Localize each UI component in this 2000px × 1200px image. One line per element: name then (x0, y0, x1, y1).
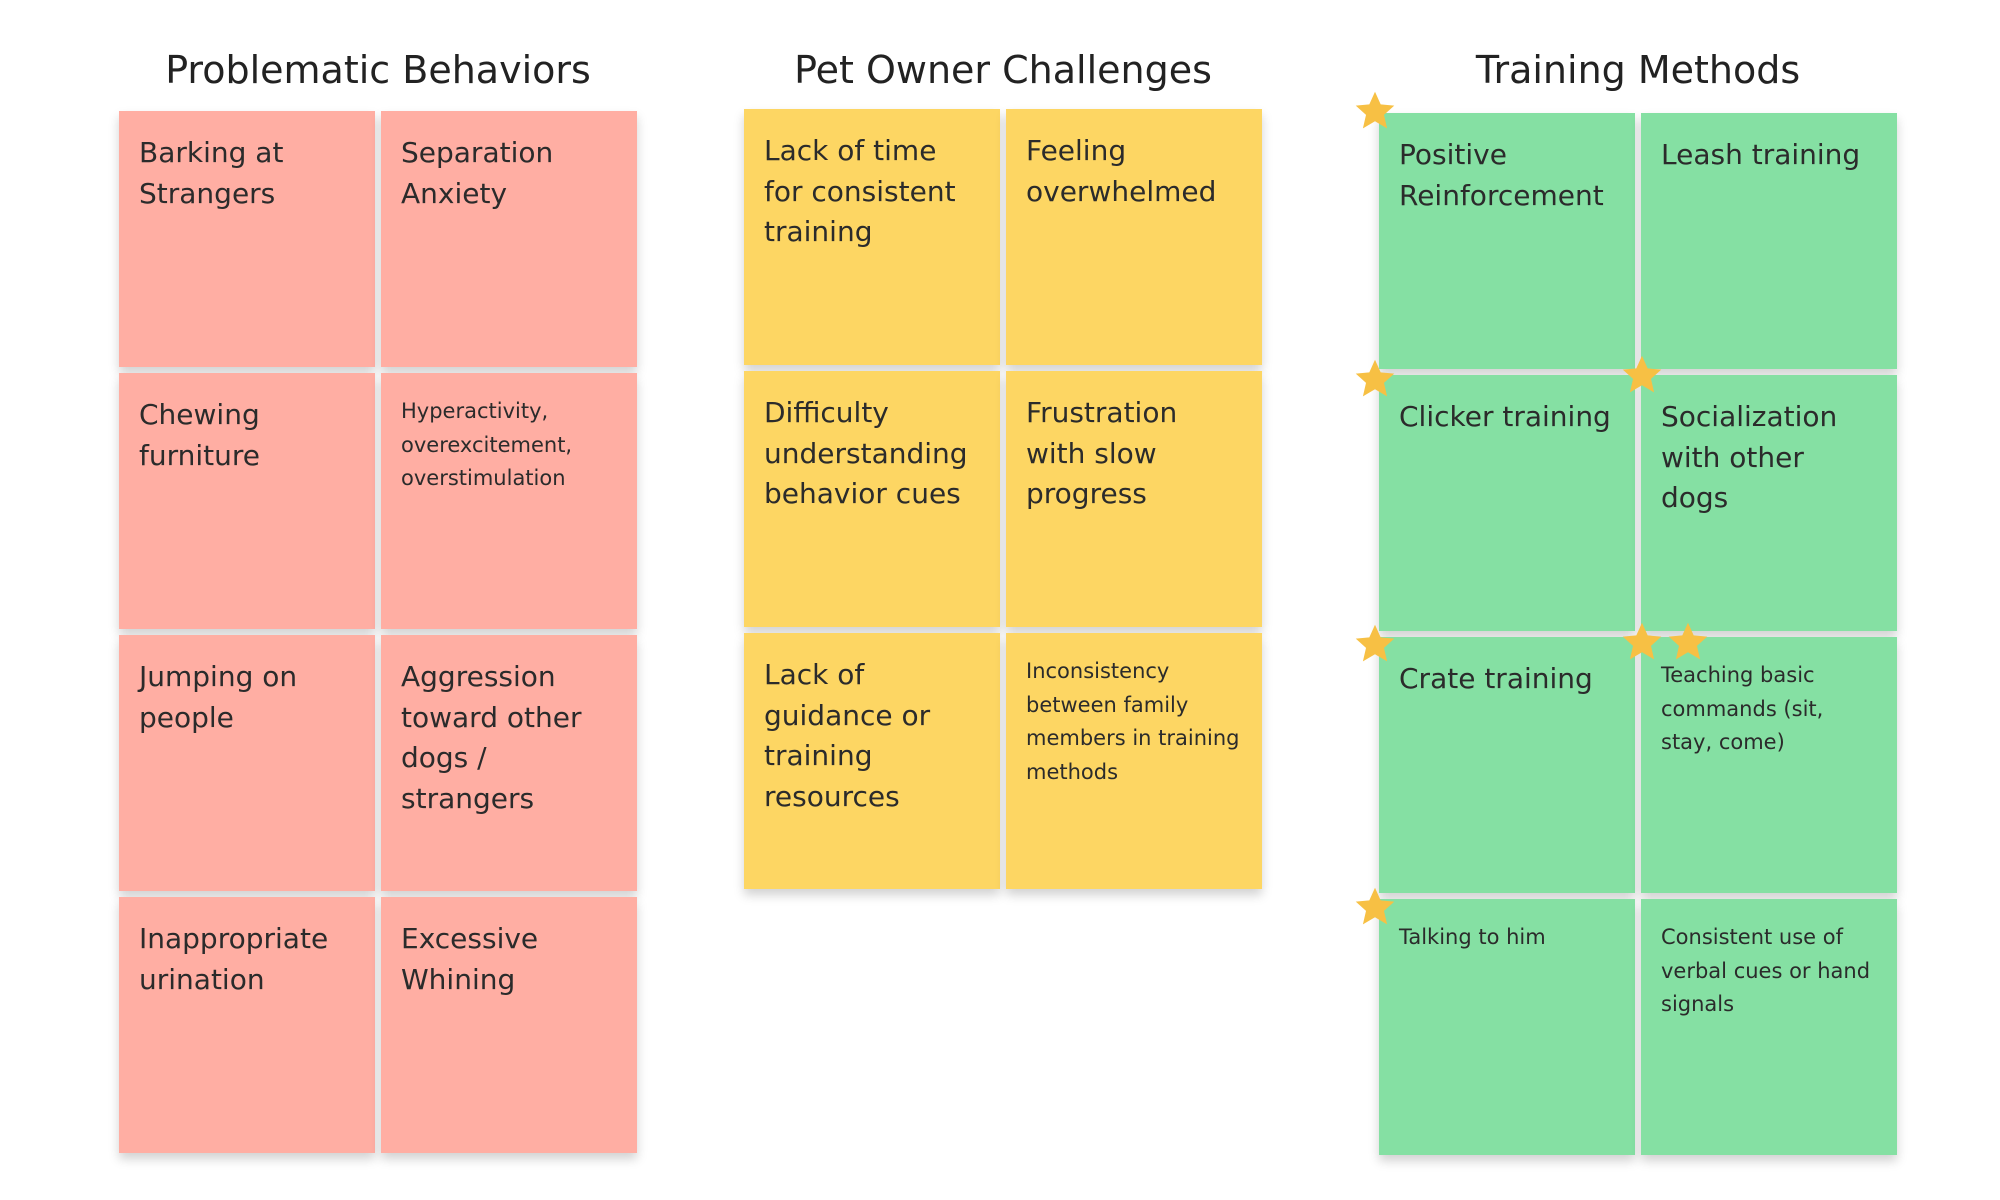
sticky-note[interactable]: Lack of guidance or training resources (744, 633, 1000, 889)
sticky-note[interactable]: Talking to him (1379, 899, 1635, 1155)
sticky-note-text: Frustration with slow progress (1026, 396, 1178, 511)
sticky-note[interactable]: Feeling overwhelmed (1006, 109, 1262, 365)
column-title[interactable]: Problematic Behaviors (165, 48, 591, 92)
sticky-note[interactable]: Difficulty understanding behavior cues (744, 371, 1000, 627)
sticky-note-text: Feeling overwhelmed (1026, 134, 1217, 208)
sticky-note-text: Clicker training (1399, 400, 1611, 433)
sticky-note[interactable]: Frustration with slow progress (1006, 371, 1262, 627)
sticky-note[interactable]: Chewing furniture (119, 373, 375, 629)
sticky-note-text: Inconsistency between family members in … (1026, 659, 1240, 784)
sticky-note-text: Hyperactivity, overexcitement, overstimu… (401, 399, 573, 491)
sticky-note[interactable]: Consistent use of verbal cues or hand si… (1641, 899, 1897, 1155)
sticky-note-text: Crate training (1399, 662, 1593, 695)
sticky-note[interactable]: Leash training (1641, 113, 1897, 369)
sticky-note[interactable]: Lack of time for consistent training (744, 109, 1000, 365)
sticky-note-text: Chewing furniture (139, 398, 260, 472)
sticky-note[interactable]: Inconsistency between family members in … (1006, 633, 1262, 889)
sticky-note-text: Jumping on people (139, 660, 298, 734)
star-icon[interactable] (1353, 622, 1397, 666)
sticky-note-text: Excessive Whining (401, 922, 539, 996)
sticky-note[interactable]: Hyperactivity, overexcitement, overstimu… (381, 373, 637, 629)
sticky-note-text: Difficulty understanding behavior cues (764, 396, 968, 511)
sticky-note-text: Barking at Strangers (139, 136, 284, 210)
sticky-note[interactable]: Clicker training (1379, 375, 1635, 631)
sticky-note-text: Teaching basic commands (sit, stay, come… (1661, 663, 1824, 755)
sticky-note-text: Talking to him (1399, 925, 1546, 949)
sticky-note[interactable]: Socialization with other dogs (1641, 375, 1897, 631)
sticky-note[interactable]: Crate training (1379, 637, 1635, 893)
sticky-note-text: Positive Reinforcement (1399, 138, 1604, 212)
sticky-note-text: Lack of guidance or training resources (764, 658, 931, 813)
column-title[interactable]: Training Methods (1475, 48, 1801, 92)
star-icon[interactable] (1353, 885, 1397, 929)
sticky-note[interactable]: Excessive Whining (381, 897, 637, 1153)
sticky-note[interactable]: Barking at Strangers (119, 111, 375, 367)
sticky-note-text: Separation Anxiety (401, 136, 554, 210)
sticky-note-text: Leash training (1661, 138, 1861, 171)
star-icon[interactable] (1620, 353, 1664, 397)
sticky-note-text: Lack of time for consistent training (764, 134, 956, 249)
star-icon[interactable] (1353, 89, 1397, 133)
column-title[interactable]: Pet Owner Challenges (794, 48, 1212, 92)
sticky-note[interactable]: Positive Reinforcement (1379, 113, 1635, 369)
star-icon[interactable] (1353, 357, 1397, 401)
sticky-note[interactable]: Jumping on people (119, 635, 375, 891)
sticky-note-text: Inappropriate urination (139, 922, 329, 996)
sticky-note[interactable]: Aggression toward other dogs / strangers (381, 635, 637, 891)
sticky-note-text: Socialization with other dogs (1661, 400, 1838, 515)
sticky-note[interactable]: Teaching basic commands (sit, stay, come… (1641, 637, 1897, 893)
star-icon[interactable] (1666, 620, 1710, 664)
star-icon[interactable] (1620, 620, 1664, 664)
sticky-note[interactable]: Inappropriate urination (119, 897, 375, 1153)
sticky-note[interactable]: Separation Anxiety (381, 111, 637, 367)
sticky-note-text: Aggression toward other dogs / strangers (401, 660, 582, 815)
sticky-note-text: Consistent use of verbal cues or hand si… (1661, 925, 1871, 1017)
